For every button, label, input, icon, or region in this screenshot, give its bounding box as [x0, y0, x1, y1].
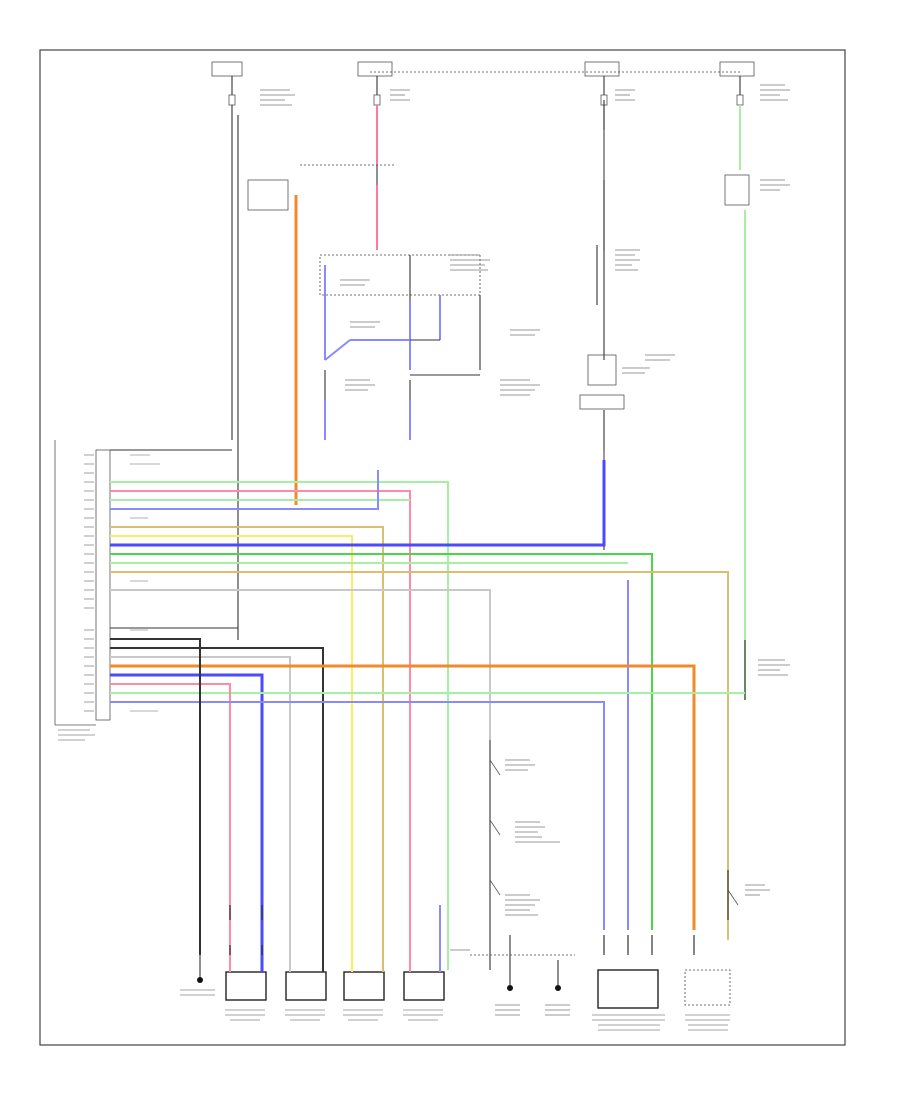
green-wire-right — [724, 105, 750, 700]
fuse-4 — [719, 61, 755, 106]
lower-switch-chain — [470, 740, 575, 985]
ground-middle-2 — [555, 985, 561, 991]
ecu-pin-labels — [58, 454, 95, 741]
diagram-frame — [39, 49, 846, 1046]
ground-middle-1 — [507, 985, 513, 991]
relay-annotations — [340, 254, 540, 396]
relay-switch-group — [319, 254, 481, 440]
bottom-right-annotations — [745, 884, 770, 896]
actuator-box — [597, 969, 659, 1009]
sensor-label-lines — [180, 989, 730, 1031]
brake-switch-branch — [579, 100, 625, 550]
sensor-connector-marks — [229, 905, 695, 960]
fuse-1 — [211, 61, 243, 640]
sensor-front-right — [285, 971, 327, 1001]
sensor-rear-right — [403, 971, 445, 1001]
lower-switch-annotations — [450, 759, 570, 1016]
ecu-wire-labels — [130, 454, 160, 712]
relay-box-right — [684, 969, 731, 1006]
sensor-rear-left — [343, 971, 385, 1001]
fuse-2 — [357, 61, 393, 106]
brake-annotations — [615, 249, 675, 374]
ground-left — [197, 955, 203, 983]
fuse-annotations — [260, 84, 790, 106]
ecu-connector — [54, 440, 238, 726]
right-annotations — [758, 179, 790, 676]
bottom-right-relay — [727, 870, 739, 920]
sensor-front-left — [225, 971, 267, 1001]
fuse-3 — [584, 61, 620, 360]
orange-wire — [247, 179, 298, 505]
ecu-horizontal-wires — [110, 460, 745, 970]
